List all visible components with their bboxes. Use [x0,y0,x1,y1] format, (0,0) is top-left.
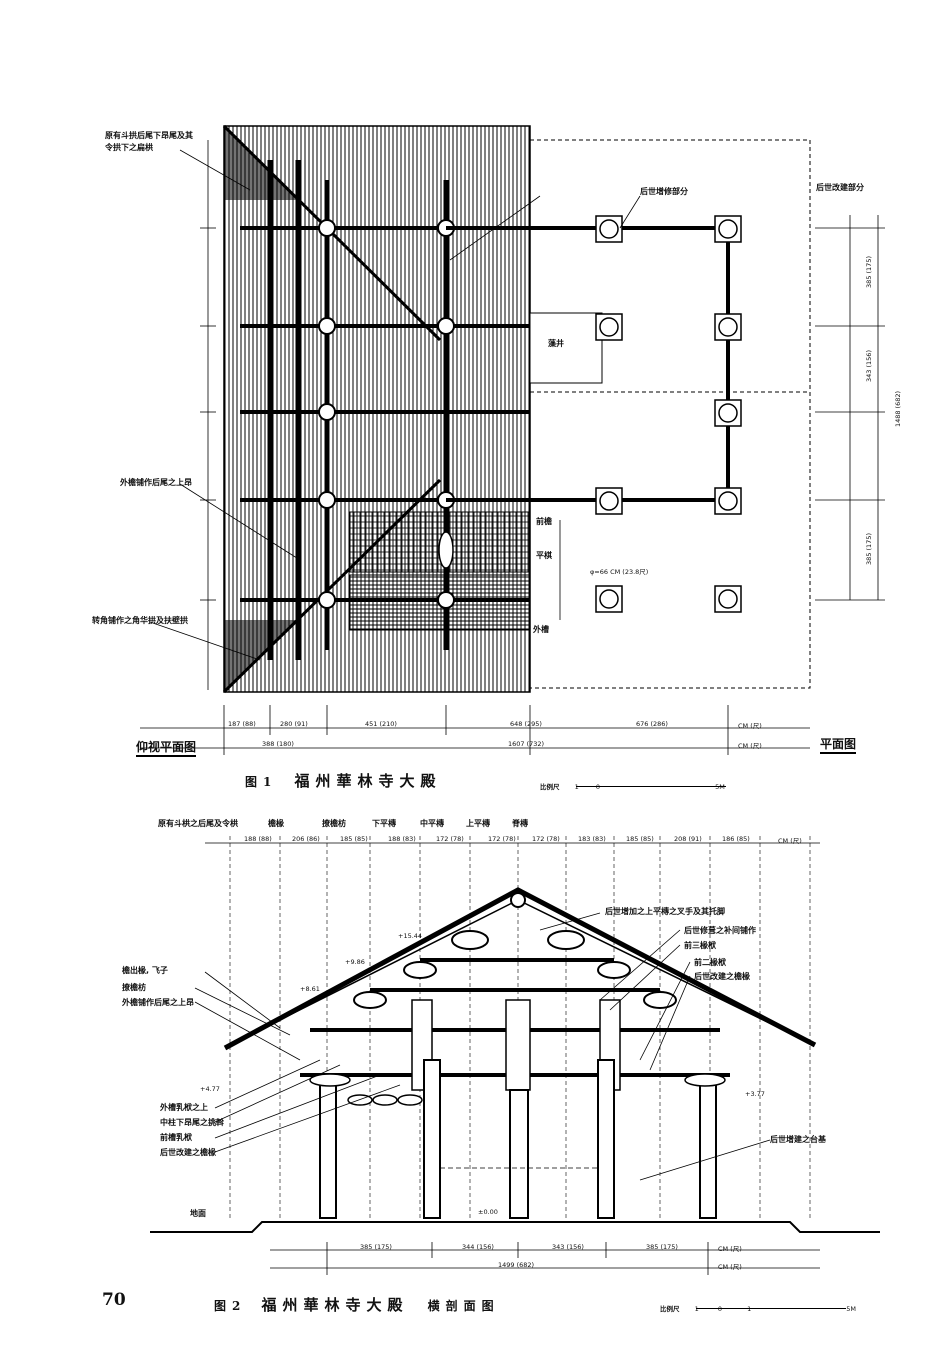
figure2-caption-no: 图2 [214,1299,247,1313]
callout-top-left: 原有斗栱之后尾及令栱 [158,819,238,828]
callout-left-bot: 转角铺作之角华拱及扶壁拱 [92,616,188,625]
label-pingmian: 平面图 [820,735,857,754]
label-pingqi: 平棋 [536,551,552,560]
dim-sb1-4: CM (尺) [718,1245,742,1253]
dim-b1-3: 648 (295) [510,720,542,728]
beam-label-0: 檐椽 [268,819,284,828]
callout-l-6: 后世改建之檐椽 [160,1148,216,1157]
figure1-scale-label: 比例尺 [540,783,560,791]
callout-l-1: 撩檐枋 [122,983,146,992]
elev-2: +8.61 [300,985,320,993]
dim-b1-0: 187 (88) [228,720,256,728]
figure2-caption-title: 福州華林寺大殿 [261,1296,409,1314]
callout-r-3: 前二椽栿 [694,958,726,967]
dim-top-5: 172 (78) [488,835,516,843]
figure2-caption: 图2 福州華林寺大殿 横剖面图 [214,1294,500,1315]
figure2-caption-sub: 横剖面图 [427,1299,500,1313]
elev-0: +15.44 [398,932,423,940]
beam-label-5: 脊槫 [512,819,528,828]
dim-sb1-1: 344 (156) [462,1243,494,1251]
dim-top-11: CM (尺) [778,837,802,845]
dim-top-6: 172 (78) [532,835,560,843]
dim-top-4: 172 (78) [436,835,464,843]
figure1-scale-t1: 0 [595,783,600,791]
elev-1: +9.86 [345,958,365,966]
callout-l-3: 外槽乳栿之上 [160,1103,208,1112]
figure1-scale-t2: 5M [715,783,725,791]
callout-left-top2: 令拱下之扁栱 [105,143,153,152]
callout-l-5: 前槽乳栿 [160,1133,192,1142]
figure2-scale-label: 比例尺 [660,1305,680,1313]
callout-r-2: 前三椽栿 [684,941,716,950]
dim-sb1-2: 343 (156) [552,1243,584,1251]
label-ground: 地面 [190,1209,206,1218]
label-zaojing: 藻井 [548,339,564,348]
dim-b2-0: 388 (180) [262,740,294,748]
dim-b1-4: 676 (286) [636,720,668,728]
beam-label-1: 撩檐枋 [322,819,346,828]
figure2-scale-t3: 5M [846,1305,857,1313]
dim-b1-5: CM (尺) [738,722,762,730]
callout-r-1: 后世修葺之补间铺作 [684,926,756,935]
callout-l-4: 中柱下昂尾之挑斡 [160,1118,224,1127]
page-number: 70 [102,1290,126,1310]
dim-top-7: 183 (83) [578,835,606,843]
figure2-scale-t0: 1 [694,1305,699,1313]
dim-sb2-0: 1499 (682) [498,1261,535,1269]
label-yangshi: 仰视平面图 [136,738,197,757]
callout-l-2: 外檐铺作后尾之上昂 [122,998,194,1007]
dim-top-1: 206 (86) [292,835,320,843]
callout-left-mid: 外檐铺作后尾之上昂 [120,478,192,487]
figure1-caption: 图1 福州華林寺大殿 [245,770,441,791]
elev-4: +3.77 [745,1090,765,1098]
callout-r-0: 后世增加之上平槫之叉手及其托脚 [605,907,725,916]
figure1-scale-t0: 1 [574,783,579,791]
beam-label-4: 上平槫 [466,819,490,828]
dim-sb1-3: 385 (175) [646,1243,678,1251]
figure1-caption-no: 图1 [245,775,278,789]
beam-label-2: 下平槫 [372,819,396,828]
dim-top-10: 186 (85) [722,835,750,843]
callout-left-top: 原有斗拱后尾下昂尾及其 [105,131,193,140]
callout-right-top: 后世增修部分 [640,187,688,196]
elev-3: +4.77 [200,1085,220,1093]
dim-top-0: 188 (88) [244,835,272,843]
dim-b1-2: 451 (210) [365,720,397,728]
figure2-scale-t1: 0 [717,1305,722,1313]
callout-right-plan: 后世改建部分 [816,183,864,192]
dim-b1-1: 280 (91) [280,720,308,728]
label-wai: 外槽 [533,625,549,634]
elev-5: ±0.00 [478,1208,498,1216]
dim-top-8: 185 (85) [626,835,654,843]
dim-top-3: 188 (83) [388,835,416,843]
dim-top-2: 185 (85) [340,835,368,843]
dim-top-9: 208 (91) [674,835,702,843]
figure1-caption-title: 福州華林寺大殿 [294,772,442,790]
dim-b2-1: 1607 (732) [508,740,545,748]
figure2-scale: 比例尺 1 0 1 5M [660,1296,856,1315]
callout-l-0: 檐出椽, 飞子 [122,966,168,975]
callout-r-5: 后世增建之台基 [770,1135,826,1144]
label-sheng: 前檐 [536,517,552,526]
dim-b2-2: CM (尺) [738,742,762,750]
figure1-scale: 比例尺 1 0 5M [540,774,726,793]
callout-r-4: 后世改建之檐椽 [694,972,750,981]
column-note: φ=66 CM (23.8尺) [590,568,649,576]
beam-label-3: 中平槫 [420,819,444,828]
dim-sb1-0: 385 (175) [360,1243,392,1251]
dim-sb2-1: CM (尺) [718,1263,742,1271]
figure2-scale-t2: 1 [747,1305,752,1313]
